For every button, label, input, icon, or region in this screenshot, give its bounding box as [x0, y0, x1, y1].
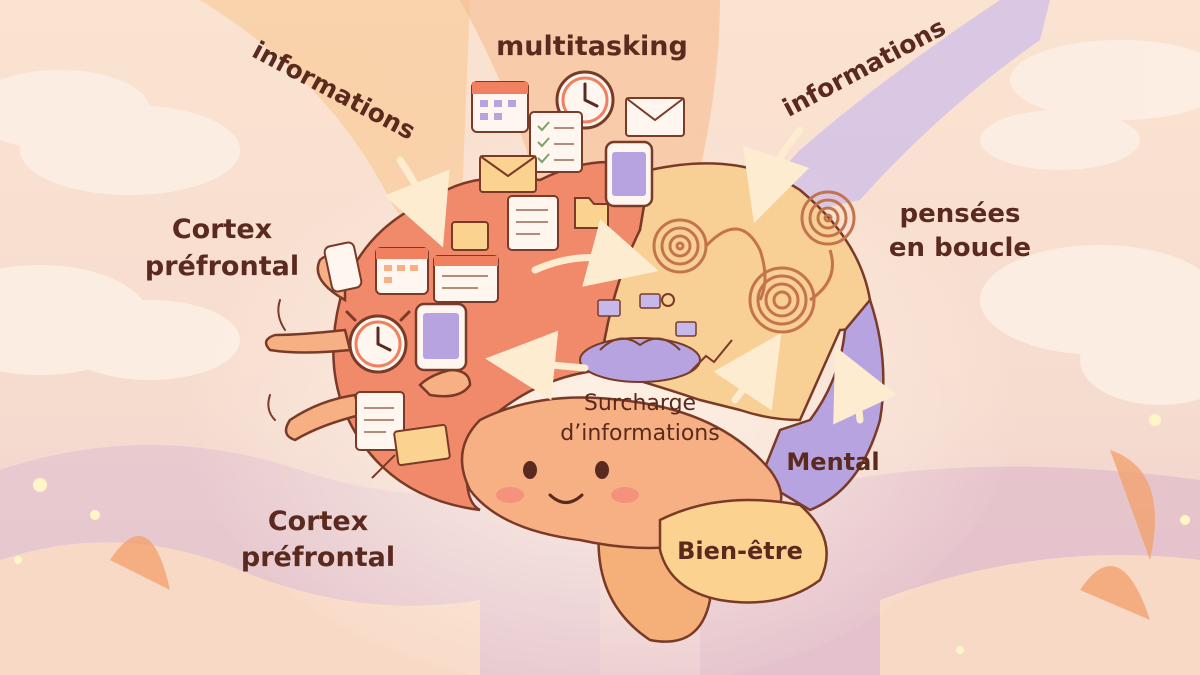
browser-window-icon	[433, 255, 499, 303]
label-cortex-top-line2: préfrontal	[145, 251, 299, 282]
phone-icon	[323, 241, 363, 293]
label-mental: Mental	[786, 448, 879, 476]
sparkles	[14, 414, 1190, 654]
label-overload-line2: d’informations	[560, 421, 719, 446]
label-cortex-bottom-line2: préfrontal	[241, 542, 395, 573]
label-loops-line1: pensées	[900, 199, 1021, 229]
motion-lines	[267, 299, 286, 421]
checklist-icon	[355, 391, 405, 451]
brain-face	[496, 461, 639, 504]
label-loops-line2: en boucle	[889, 233, 1031, 263]
label-overload-line1: Surcharge	[584, 391, 696, 416]
gear-icon	[661, 293, 675, 307]
envelope-icon	[625, 97, 685, 137]
flow-arrows	[384, 126, 897, 425]
checklist-icon	[507, 195, 559, 251]
label-cortex-top-line1: Cortex	[172, 214, 272, 245]
overload-cluster	[579, 293, 701, 383]
spiral-icon	[748, 266, 816, 334]
envelope-icon	[479, 155, 537, 193]
leaves-decoration	[110, 450, 1155, 620]
checklist-icon	[529, 111, 583, 173]
label-cortex-bottom-line1: Cortex	[268, 506, 368, 537]
note-icon	[451, 221, 489, 251]
tablet-icon	[414, 302, 468, 372]
envelope-icon	[393, 423, 451, 467]
phone-icon	[604, 140, 654, 208]
label-wellbeing: Bien-être	[677, 537, 803, 565]
loop-connector	[704, 227, 834, 302]
cortex-pointer-line	[371, 454, 396, 479]
info-stream-right	[768, 0, 1050, 220]
calendar-icon	[375, 247, 429, 295]
calendar-icon	[471, 81, 529, 133]
alarm-clock-icon	[345, 310, 411, 374]
cloud-right	[980, 40, 1200, 405]
foreground-left	[0, 542, 480, 675]
label-multitasking: multitasking	[496, 31, 688, 62]
cerebellum	[658, 498, 828, 604]
